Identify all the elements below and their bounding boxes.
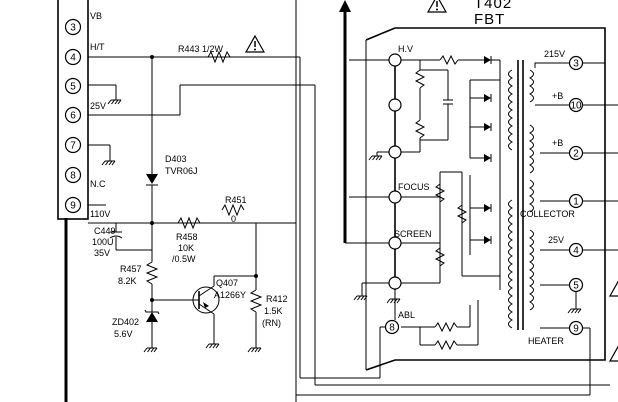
r458-rating: /0.5W	[172, 254, 196, 264]
r412-resistor: R412 1.5K (RN)	[247, 274, 288, 353]
fbt-label-screen: SCREEN	[394, 229, 432, 239]
connector-pins: 3 4 5 6 7 8 9	[64, 18, 82, 214]
fbt-label-b1: +B	[552, 91, 563, 101]
zd402-zener: ZD402 5.6V	[112, 298, 188, 353]
fbt-pin-8-circle	[384, 319, 400, 335]
fbt-left-nodes	[349, 53, 402, 304]
fbt-pin-9-circle	[568, 320, 584, 336]
coil-winding	[508, 69, 514, 151]
fbt-diode-stack	[469, 60, 501, 290]
connector-pin-9: 9	[70, 201, 76, 212]
r458-resistor: R458 10K /0.5W	[152, 216, 257, 275]
fbt-label-collector: COLLECTOR	[520, 209, 575, 219]
fbt-label-abl: ABL	[398, 310, 415, 320]
fbt-label-heater: HEATER	[528, 336, 564, 346]
signal-25v: 25V	[90, 101, 106, 111]
q407-label: Q407	[216, 278, 238, 288]
connector-pin-3-circle	[64, 18, 82, 36]
warning-icon	[245, 35, 265, 53]
fbt-pin-10-circle	[568, 97, 584, 113]
r451-label: R451	[225, 195, 247, 205]
c449-label: C449	[94, 226, 116, 236]
r457-resistor: R457 8.2K	[118, 223, 159, 312]
fbt-pin-2-circle	[568, 145, 584, 161]
c449-value: 100U	[92, 237, 114, 247]
r412-value: 1.5K	[264, 306, 283, 316]
fbt-pin-1: 1	[573, 197, 579, 208]
d403-label: D403	[165, 154, 187, 164]
zd402-value: 5.6V	[114, 329, 133, 339]
r451-resistor: R451 0	[221, 195, 247, 224]
fbt-pin-4-circle	[568, 242, 584, 258]
r412-label: R412	[266, 294, 288, 304]
signal-ht: H/T	[90, 42, 105, 52]
connector-pin-5: 5	[70, 82, 76, 93]
fbt-warning-icon	[427, 0, 447, 13]
fbt-label-b2: +B	[552, 138, 563, 148]
hv-arrow	[339, 0, 392, 244]
fbt-pin-1-circle	[568, 193, 584, 209]
r457-label: R457	[120, 264, 142, 274]
fbt-left-pins: 8	[384, 319, 400, 335]
r443-resistor: R443 1/2W	[178, 35, 265, 64]
fbt-label-hv: H.V	[398, 44, 413, 54]
r451-value: 0	[231, 214, 236, 224]
fbt-label-25v: 25V	[548, 235, 564, 245]
fbt-pin-3: 3	[573, 59, 579, 70]
connector-pin-6: 6	[70, 111, 76, 122]
fbt-name: FBT	[474, 11, 505, 28]
coil-winding	[528, 229, 534, 311]
fbt-pin-8: 8	[389, 323, 395, 334]
c449-capacitor: C449 100U 35V	[92, 223, 152, 258]
fbt-right-pins: 3 10 2 1 4 5 9	[568, 55, 584, 336]
fbt-body	[365, 27, 606, 371]
r458-label: R458	[176, 232, 198, 242]
connector-pin-3: 3	[70, 23, 76, 34]
coil-winding	[508, 199, 514, 329]
connector-pin-9-circle	[64, 196, 82, 214]
fbt-pin-9: 9	[573, 324, 579, 335]
r457-value: 8.2K	[118, 276, 137, 286]
connector-pin-7: 7	[70, 141, 76, 152]
r443-label: R443 1/2W	[178, 44, 224, 54]
connector-pin-7-circle	[64, 136, 82, 154]
coil-winding	[528, 124, 534, 174]
d403-branch: D403 TVR06J	[146, 55, 198, 225]
connector-pin-8-circle	[64, 166, 82, 184]
fbt-pin-2: 2	[573, 149, 579, 160]
fbt-pin-5-circle	[568, 277, 584, 293]
d403-type: TVR06J	[165, 166, 198, 176]
connector-pin-4: 4	[70, 53, 76, 64]
left-wiring	[88, 0, 610, 402]
fbt-pin-4: 4	[573, 246, 579, 257]
r458-value: 10K	[178, 243, 194, 253]
fbt-right-wiring	[296, 57, 618, 396]
signal-vb: VB	[90, 11, 102, 21]
connector-pin-5-circle	[64, 77, 82, 95]
fbt-pin-3-circle	[568, 55, 584, 71]
fbt-label-215v: 215V	[544, 49, 565, 59]
fbt-label-focus: FOCUS	[398, 182, 430, 192]
zd402-label: ZD402	[112, 317, 139, 327]
connector-pin-6-circle	[64, 106, 82, 124]
fbt-pin-10: 10	[570, 101, 582, 112]
fbt-pin-5: 5	[573, 281, 579, 292]
signal-110v: 110V	[90, 209, 110, 219]
signal-nc: N.C	[90, 179, 106, 189]
fbt-ref: T402	[474, 0, 512, 12]
q407-transistor: Q407 A1266Y	[188, 275, 256, 349]
r412-note: (RN)	[262, 318, 281, 328]
connector-pin-4-circle	[64, 48, 82, 66]
fbt-divider-network	[394, 54, 500, 351]
fbt-header: T402 FBT	[427, 0, 512, 28]
coil-winding	[528, 179, 534, 213]
fbt-windings	[508, 60, 534, 330]
coil-winding	[528, 69, 534, 103]
c449-voltage: 35V	[94, 248, 110, 258]
connector-pin-8: 8	[70, 171, 76, 182]
connector-block	[57, 0, 89, 402]
q407-type: A1266Y	[214, 290, 246, 300]
